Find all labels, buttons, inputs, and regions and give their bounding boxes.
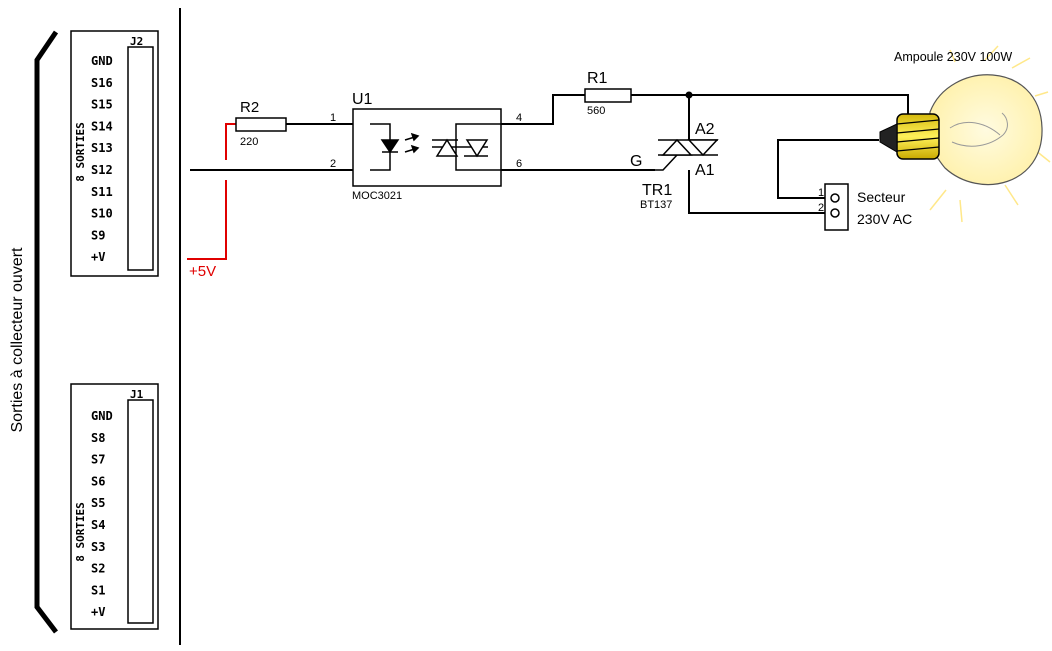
opto-triac-icon [432, 123, 501, 171]
mains-pin1: 1 [818, 187, 824, 199]
connector-j1-pin-label: S1 [91, 583, 105, 597]
mains-voltage: 230V AC [857, 211, 912, 227]
connector-j2-pin-label: GND [91, 54, 113, 68]
lamp-label: Ampoule 230V 100W [894, 50, 1012, 64]
optocoupler-u1: U1 MOC3021 1 2 4 6 [330, 91, 522, 202]
optocoupler-u1-pin6: 6 [516, 158, 522, 170]
optocoupler-u1-pin1: 1 [330, 112, 336, 124]
connector-j1-pin-label: S5 [91, 496, 105, 510]
triac-tr1-gate: G [630, 153, 642, 170]
connector-j2-pin-label: S14 [91, 119, 113, 133]
lamp-icon: Ampoule 230V 100W [879, 45, 1051, 223]
connector-j2-ref: J2 [130, 35, 143, 48]
connector-j1-ref: J1 [130, 388, 144, 401]
connector-j1-pin-label: S3 [91, 540, 105, 554]
connector-j1-pin-label: S2 [91, 562, 105, 576]
u1-input-wires [190, 123, 353, 171]
optocoupler-u1-part: MOC3021 [352, 190, 402, 202]
connector-j1-pin-label: S8 [91, 431, 105, 445]
connector-j1-pin-label: +V [91, 605, 105, 619]
resistor-r1-value: 560 [587, 105, 605, 117]
optocoupler-u1-pin4: 4 [516, 112, 522, 124]
connector-j2-pin-label: S15 [91, 98, 113, 112]
connector-j2-pin-label: +V [91, 250, 105, 264]
connector-j1-pin-label: GND [91, 409, 113, 423]
mains-pin2: 2 [818, 202, 824, 214]
connector-j2-pin-label: S11 [91, 185, 113, 199]
optocoupler-u1-pin2: 2 [330, 158, 336, 170]
supply-label: +5V [189, 263, 216, 280]
junction-dot [685, 91, 693, 99]
resistor-r1: R1 560 [584, 70, 632, 117]
connector-j2-pin-label: S12 [91, 163, 113, 177]
connector-j1-pin-label: S4 [91, 518, 105, 532]
connector-j2-pin-label: S10 [91, 207, 113, 221]
mains-label: Secteur [857, 189, 906, 205]
connector-j1-pin-label: S7 [91, 453, 105, 467]
connector-j1-group-label: 8 SORTIES [74, 502, 87, 562]
side-label: Sorties à collecteur ouvert [9, 247, 26, 433]
resistor-r2-ref: R2 [240, 99, 259, 116]
mains-terminal: 1 2 Secteur 230V AC [818, 183, 912, 231]
triac-icon [655, 138, 719, 171]
triac-tr1-a1: A1 [695, 162, 715, 179]
triac-tr1-ref: TR1 [642, 182, 672, 199]
optocoupler-u1-ref: U1 [352, 91, 373, 108]
triac-tr1-part: BT137 [640, 199, 672, 211]
led-icon [370, 123, 420, 171]
resistor-r2-value: 220 [240, 136, 258, 148]
resistor-r2: R2 220 [235, 99, 287, 148]
resistor-r1-ref: R1 [587, 70, 608, 87]
connector-j2-pin-label: S9 [91, 228, 105, 242]
connector-j1-pin-label: S6 [91, 474, 105, 488]
side-bracket [34, 30, 59, 634]
triac-tr1-a2: A2 [695, 121, 715, 138]
triac-tr1: TR1 BT137 G A2 A1 [630, 121, 719, 211]
u1-output-wires [501, 94, 655, 171]
connector-j2-pin-label: S13 [91, 141, 113, 155]
connector-j2-pin-label: S16 [91, 76, 113, 90]
connector-j2-group-label: 8 SORTIES [74, 122, 87, 182]
supply-net: +5V [187, 123, 236, 280]
